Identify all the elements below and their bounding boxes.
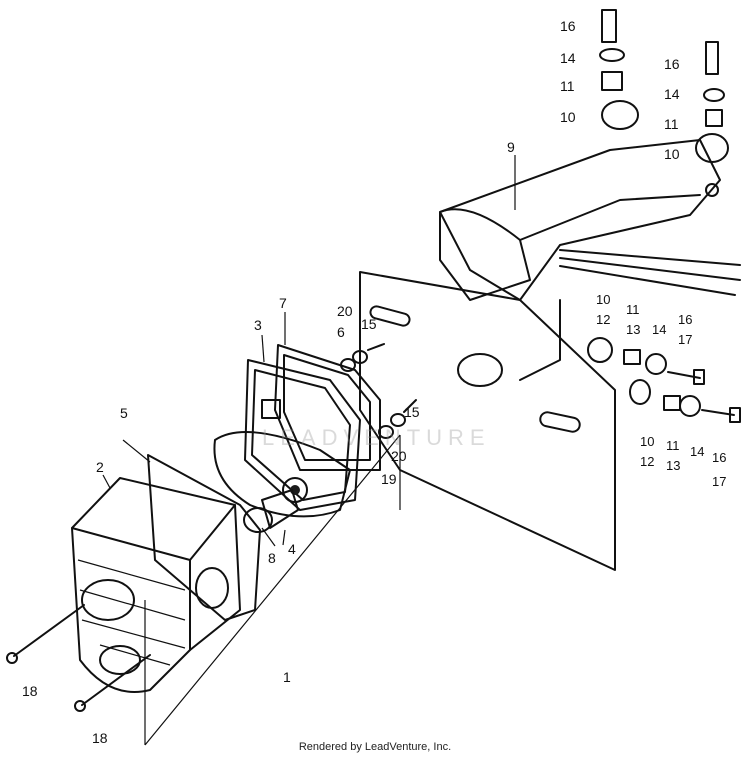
callout-19: 19	[381, 471, 397, 487]
license-bracket	[439, 139, 741, 381]
license-plate-holder	[359, 271, 616, 571]
callout-8: 8	[268, 550, 276, 566]
callout-6: 6	[337, 324, 345, 340]
hardware-left-lower	[378, 399, 417, 439]
callout-15-b: 15	[404, 404, 420, 420]
callout-1: 1	[283, 669, 291, 685]
hardware-left-upper	[340, 343, 385, 372]
callout-14-c: 14	[652, 322, 666, 337]
callout-10-a: 10	[560, 109, 576, 125]
callout-16-d: 16	[712, 450, 726, 465]
callout-10-b: 10	[664, 146, 680, 162]
callout-16-b: 16	[664, 56, 680, 72]
callout-16-a: 16	[560, 18, 576, 34]
callout-3: 3	[254, 317, 262, 333]
hardware-top-left	[599, 9, 639, 130]
lens-screw-lower	[74, 654, 151, 712]
callout-12-a: 12	[596, 312, 610, 327]
callout-4: 4	[288, 541, 296, 557]
watermark: LEADVENTURE	[262, 425, 491, 450]
callout-10-d: 10	[640, 434, 654, 449]
callout-20-b: 20	[391, 448, 407, 464]
callout-18-b: 18	[92, 730, 108, 746]
tail-lens	[71, 477, 241, 693]
lens-gasket	[147, 454, 261, 621]
callout-7: 7	[279, 295, 287, 311]
hardware-mid-upper	[587, 337, 705, 385]
footer-credit: Rendered by LeadVenture, Inc.	[298, 741, 452, 753]
callouts: 1 2 3 4 5 6 7 8 9 16 14 11 10 16 14 11 1…	[22, 18, 726, 746]
hardware-top-right	[695, 41, 729, 163]
callout-11-d: 11	[666, 438, 680, 453]
callout-15-a: 15	[361, 316, 377, 332]
callout-11-c: 11	[626, 302, 640, 317]
callout-14-d: 14	[690, 444, 704, 459]
callout-18-a: 18	[22, 683, 38, 699]
callout-13-b: 13	[666, 458, 680, 473]
leader-lines	[102, 155, 516, 746]
callout-17-b: 17	[712, 474, 726, 489]
callout-17-a: 17	[678, 332, 692, 347]
callout-11-a: 11	[560, 78, 575, 94]
callout-2: 2	[96, 459, 104, 475]
callout-13-a: 13	[626, 322, 640, 337]
callout-14-b: 14	[664, 86, 680, 102]
callout-10-c: 10	[596, 292, 610, 307]
callout-20-a: 20	[337, 303, 353, 319]
hardware-mid-lower	[629, 379, 741, 423]
callout-5: 5	[120, 405, 128, 421]
callout-12-b: 12	[640, 454, 654, 469]
callout-14-a: 14	[560, 50, 576, 66]
lens-screw-upper	[6, 604, 85, 664]
gasket	[274, 344, 381, 471]
callout-9: 9	[507, 139, 515, 155]
bulb	[243, 489, 299, 533]
callout-16-c: 16	[678, 312, 692, 327]
callout-11-b: 11	[664, 116, 679, 132]
